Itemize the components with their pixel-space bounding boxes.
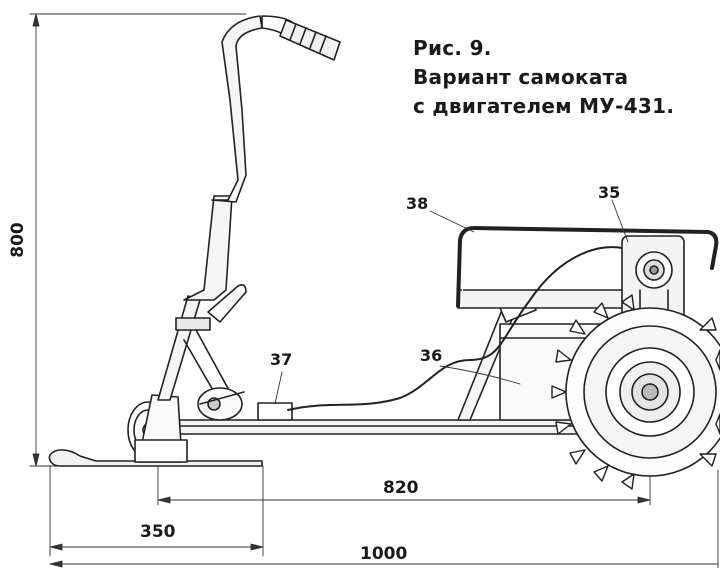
callout-38: 38 — [406, 194, 429, 213]
figure-caption: Рис. 9. Вариант самоката с двигателем МУ… — [413, 34, 674, 121]
dimension-lines — [29, 13, 719, 568]
dim-overall-label: 1000 — [360, 544, 408, 564]
spikes — [551, 294, 720, 490]
drive-wheel — [551, 294, 720, 490]
dim-ski-label: 350 — [140, 522, 176, 542]
leader-lines — [274, 199, 629, 405]
front-ski — [48, 449, 263, 467]
guard-38 — [456, 226, 719, 308]
brake-wheel — [197, 387, 245, 421]
caption-line-1: Рис. 9. — [413, 36, 492, 60]
caption-line-2: Вариант самоката — [413, 65, 629, 89]
callout-36: 36 — [420, 346, 443, 365]
caption-line-3: с двигателем МУ-431. — [413, 94, 675, 118]
engine-mount — [287, 246, 641, 421]
dim-wheelbase-label: 820 — [383, 478, 419, 498]
callout-37: 37 — [270, 350, 293, 369]
steering-column — [157, 15, 341, 401]
motor-35 — [621, 235, 685, 323]
callout-35: 35 — [598, 183, 621, 202]
front-wheel — [127, 394, 188, 463]
dim-height-label: 800 — [7, 222, 28, 258]
